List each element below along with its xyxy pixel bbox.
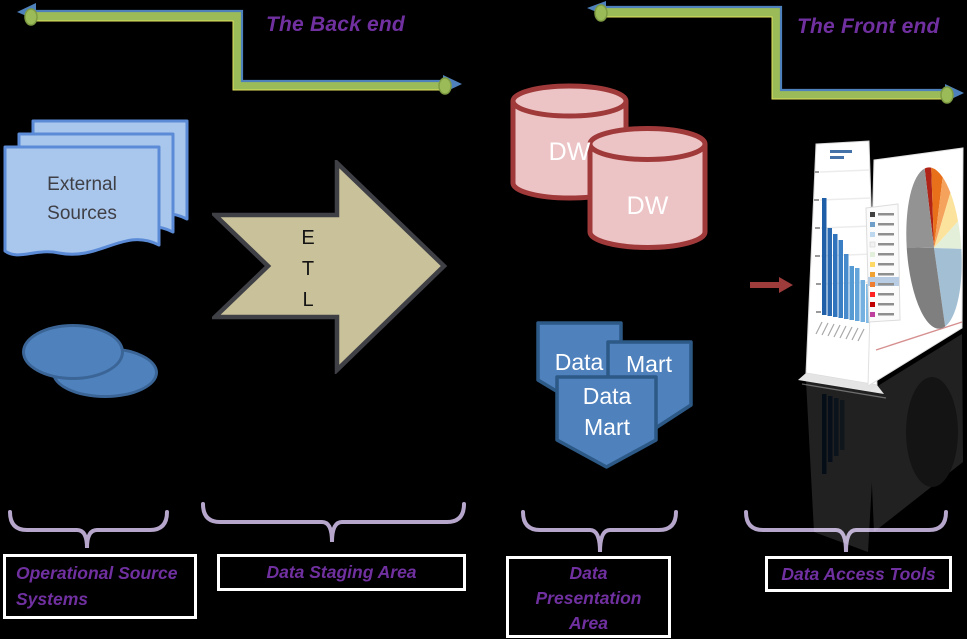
front-end-heading: The Front end: [797, 15, 940, 38]
label-data-access-tools: Data Access Tools: [765, 556, 952, 592]
label-data-presentation-area: Data Presentation Area: [506, 556, 671, 638]
dw2-label: DW: [626, 192, 669, 220]
dw-cylinder-2: [587, 126, 708, 250]
etl-arrow-shape: [212, 160, 448, 374]
frontend-arrowhead-left-icon: [587, 1, 606, 16]
external-sources-shape: [3, 119, 189, 257]
mart-back-left-label: Data: [554, 349, 604, 375]
mart-back-right-label: Mart: [626, 351, 672, 377]
external-sources-label: External Sources: [47, 174, 117, 224]
label-operational-source-systems: Operational Source Systems: [3, 554, 197, 619]
bar-chart-panel: [798, 140, 884, 394]
backend-arrowhead-right-icon: [443, 75, 462, 93]
dw1-label: DW: [548, 138, 591, 166]
operational-ellipse-front: [22, 324, 124, 380]
backend-arrowhead-left-icon: [17, 3, 36, 20]
frontend-arrowhead-right-icon: [945, 84, 964, 102]
brace-presentation: [521, 510, 678, 553]
etl-label: E T L: [301, 227, 315, 311]
charts-clipart: [798, 140, 964, 552]
label-data-staging-area: Data Staging Area: [217, 554, 466, 591]
data-mart-front: [555, 375, 658, 469]
brace-staging: [201, 502, 466, 543]
pie-icon: [906, 167, 962, 329]
legend-panel: [865, 203, 901, 323]
document-shape-front: [3, 145, 161, 257]
reflection: [806, 334, 963, 552]
mart-front-label: Data Mart: [582, 383, 632, 440]
back-end-heading: The Back end: [266, 13, 405, 36]
brace-operational: [8, 510, 169, 549]
